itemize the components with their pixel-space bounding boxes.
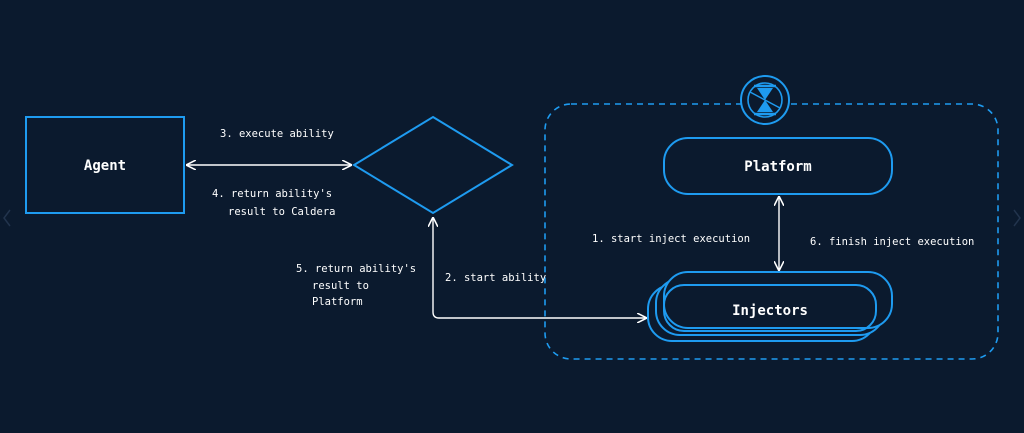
edge-label-start-inject: 1. start inject execution [592,233,750,245]
chevron-right-icon[interactable] [1013,209,1021,227]
chevron-left-icon[interactable] [3,209,11,227]
hourglass-icon [740,75,790,125]
injectors-node [647,271,893,342]
edge-label-execute-ability: 3. execute ability [220,128,334,140]
edge-label-return-platform-line3: Platform [312,296,363,308]
edge-label-return-caldera-line2: result to Caldera [228,206,335,218]
edge-label-return-platform-line2: result to [312,280,369,292]
platform-label: Platform [744,159,811,175]
injectors-label: Injectors [732,303,808,319]
edge-label-finish-inject: 6. finish inject execution [810,236,974,248]
caldera-node [352,115,514,215]
caldera-injectors-arrow [433,218,646,318]
edge-label-start-ability: 2. start ability [445,272,546,284]
agent-label: Agent [84,158,126,174]
platform-node [663,137,893,195]
edge-label-return-caldera-line1: 4. return ability's [212,188,332,200]
agent-node [25,116,185,214]
edge-label-return-platform-line1: 5. return ability's [296,263,416,275]
